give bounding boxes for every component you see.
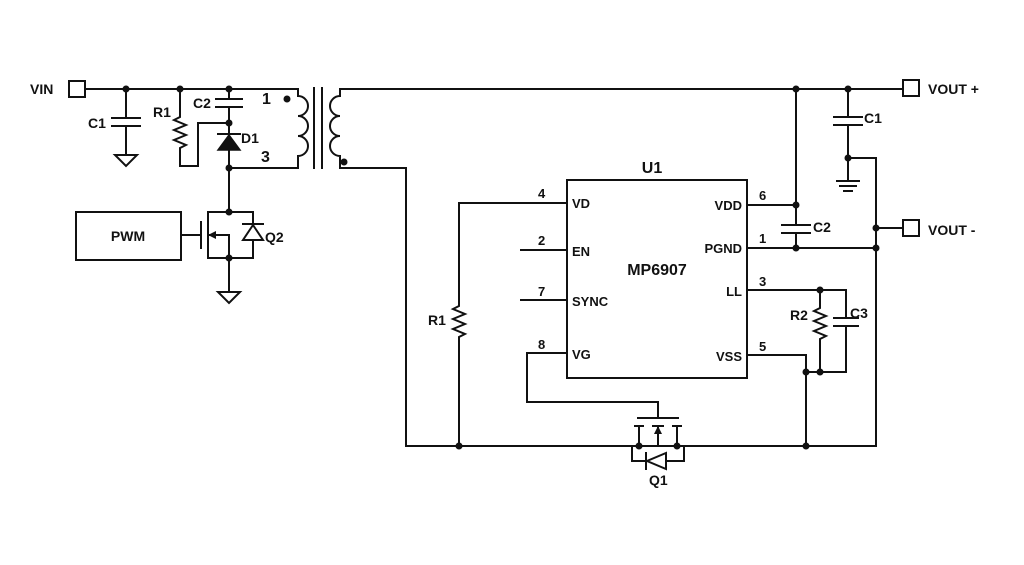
pin-ll-name: LL — [726, 284, 742, 299]
vout-pos-label: VOUT + — [928, 81, 979, 97]
vd-resistor-r1 — [450, 202, 468, 447]
transformer-pin-3: 3 — [261, 149, 270, 166]
resistor-r2 — [811, 289, 829, 373]
vin-terminal — [68, 80, 86, 98]
chassis-ground-icon — [836, 180, 860, 192]
junction-dot — [802, 442, 810, 450]
ic-right-pin-leads — [746, 204, 877, 356]
pin-sync-name: SYNC — [572, 294, 609, 309]
q2-label: Q2 — [265, 229, 284, 245]
primary-winding — [297, 88, 309, 169]
pin-vdd-name: VDD — [715, 198, 742, 213]
primary-mosfet-q2 — [180, 211, 265, 305]
junction-dot — [635, 442, 643, 450]
pin-vg-number: 8 — [538, 337, 545, 352]
q1-label: Q1 — [649, 472, 668, 488]
output-return-wire — [847, 157, 877, 447]
vss-return-wire — [805, 354, 821, 447]
ic-ref-label: U1 — [642, 160, 663, 177]
junction-dot — [455, 442, 463, 450]
pin-vdd-number: 6 — [759, 188, 766, 203]
d1-label: D1 — [241, 130, 259, 146]
c2-output-label: C2 — [813, 219, 831, 235]
pin-vg-name: VG — [572, 347, 591, 362]
pin-en-name: EN — [572, 244, 590, 259]
sync-mosfet-q1 — [526, 352, 685, 471]
pin-vss-number: 5 — [759, 339, 766, 354]
junction-dot — [225, 208, 233, 216]
transformer-pin-1: 1 — [262, 91, 271, 108]
c3-label: C3 — [850, 305, 868, 321]
vout-neg-terminal — [902, 219, 920, 237]
vin-label: VIN — [30, 81, 53, 97]
pwm-label: PWM — [111, 228, 145, 244]
pwm-block — [75, 211, 182, 261]
junction-dot — [225, 119, 233, 127]
snubber-resistor-r1 — [171, 88, 230, 167]
pin-ll-number: 3 — [759, 274, 766, 289]
c1-output-label: C1 — [864, 110, 882, 126]
snubber-capacitor-c2 — [215, 88, 243, 135]
vout-neg-label: VOUT - — [928, 222, 976, 238]
junction-dot — [122, 85, 130, 93]
snubber-diode-d1 — [216, 133, 242, 213]
ic-u1-body — [566, 179, 748, 379]
pin-pgnd-name: PGND — [704, 241, 742, 256]
pin-en-number: 2 — [538, 233, 545, 248]
vout-pos-terminal — [902, 79, 920, 97]
r1-vd-label: R1 — [428, 312, 446, 328]
secondary-winding — [329, 88, 341, 169]
junction-dot — [225, 254, 233, 262]
ic-part-label: MP6907 — [627, 262, 687, 279]
pin-vss-name: VSS — [716, 349, 742, 364]
junction-dot — [673, 442, 681, 450]
transformer-core — [313, 87, 323, 169]
capacitor-c3 — [819, 289, 859, 373]
c2-snubber-label: C2 — [193, 95, 211, 111]
secondary-polarity-dot — [340, 158, 348, 166]
pin-sync-number: 7 — [538, 284, 545, 299]
pin-vd-number: 4 — [538, 186, 546, 201]
c1-input-label: C1 — [88, 115, 106, 131]
r1-snubber-label: R1 — [153, 104, 171, 120]
primary-polarity-dot — [283, 95, 291, 103]
input-capacitor-c1 — [111, 88, 141, 168]
pin-vd-name: VD — [572, 196, 590, 211]
pin-pgnd-number: 1 — [759, 231, 766, 246]
output-capacitor-c1 — [833, 88, 863, 182]
r2-label: R2 — [790, 307, 808, 323]
ic-left-pin-leads — [458, 202, 568, 354]
vdd-capacitor-c2 — [781, 88, 811, 249]
